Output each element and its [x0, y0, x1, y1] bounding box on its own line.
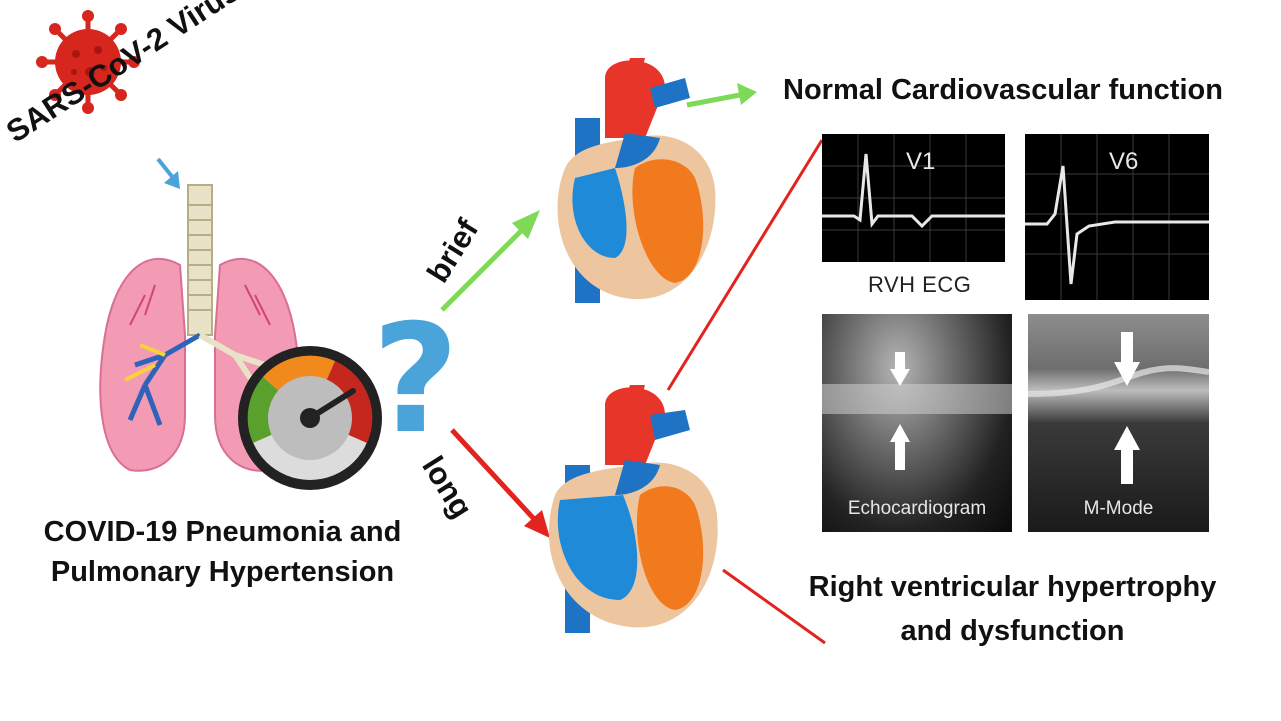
normal-heart-illustration — [557, 58, 716, 303]
brief-arrow — [440, 210, 540, 312]
normal-arrow — [686, 83, 757, 108]
rvh-title-line1: Right ventricular hypertrophy — [808, 571, 1217, 603]
left-title-line1: COVID-19 Pneumonia and — [43, 516, 402, 548]
ecg-v1-panel: V1 — [822, 134, 1005, 262]
rvh-heart-illustration — [548, 385, 718, 633]
ecg-v1-trace — [822, 134, 1005, 262]
pressure-gauge-icon — [238, 346, 382, 490]
m-mode-caption: M-Mode — [1083, 498, 1154, 519]
virus-icon — [36, 10, 140, 114]
echocardiogram-panel: Echocardiogram — [822, 314, 1012, 532]
rvh-title-line2: and dysfunction — [900, 615, 1125, 647]
left-title-line2: Pulmonary Hypertension — [50, 556, 395, 588]
rvh-outcome-title: Right ventricular hypertrophy and dysfun… — [785, 565, 1240, 653]
rvh-ecg-caption: RVH ECG — [868, 272, 972, 297]
ecg-v6-trace — [1025, 134, 1209, 300]
left-panel-title: COVID-19 Pneumonia and Pulmonary Hyperte… — [15, 512, 430, 592]
lungs-illustration — [99, 184, 301, 472]
echocardiogram-caption: Echocardiogram — [847, 498, 987, 519]
ecg-lead-v1-label: V1 — [906, 148, 936, 175]
ecg-v6-panel: V6 — [1025, 134, 1209, 300]
down-arrow-icon — [156, 157, 180, 189]
normal-outcome-title: Normal Cardiovascular function — [783, 74, 1223, 106]
m-mode-arrows — [1028, 332, 1209, 484]
question-mark: ? — [372, 293, 460, 467]
m-mode-panel: M-Mode — [1028, 314, 1209, 532]
echo-arrows — [822, 352, 1012, 470]
long-arrow — [450, 428, 550, 538]
ecg-lead-v6-label: V6 — [1109, 148, 1139, 175]
